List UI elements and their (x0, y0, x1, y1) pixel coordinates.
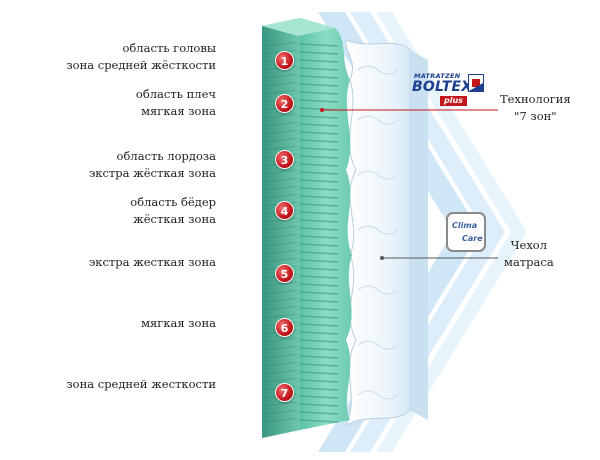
zone-label-1: область головы зона средней жёсткости (66, 40, 216, 74)
cover-callout-line2: матраса (504, 255, 554, 269)
zone-label-4: область бёдер жёсткая зона (130, 194, 216, 228)
zone-label-5-line1: экстра жесткая зона (88, 255, 216, 269)
zone-label-3: область лордоза экстра жёсткая зона (89, 148, 216, 182)
leader-lines (320, 108, 498, 260)
zone-label-6-line1: мягкая зона (141, 316, 216, 330)
zone-label-7: зона средней жесткости (66, 376, 216, 393)
zone-label-3-line2: экстра жёсткая зона (88, 166, 216, 180)
zone-label-6: мягкая зона (141, 315, 216, 332)
zone-badge-2: 2 (275, 94, 294, 113)
zone-badge-7: 7 (275, 383, 294, 402)
cover-callout-line1: Чехол (510, 238, 548, 252)
zone-badge-5: 5 (275, 264, 294, 283)
technology-callout: Технология "7 зон" (500, 91, 571, 125)
clima-care-line1: Clima (452, 221, 478, 230)
clima-care-line2: Care (462, 234, 483, 243)
logo-line2: BOLTEX (412, 79, 473, 95)
zone-label-2-line2: мягкая зона (141, 104, 216, 118)
zone-badge-4: 4 (275, 201, 294, 220)
logo-line1: MATRATZEN (414, 72, 461, 80)
zone-label-1-line2: зона средней жёсткости (66, 58, 216, 72)
zone-badge-6: 6 (275, 318, 294, 337)
boltex-logo: MATRATZEN BOLTEX plus (410, 72, 485, 106)
zone-badge-3: 3 (275, 150, 294, 169)
zone-label-2-line1: область плеч (135, 87, 216, 101)
mattress-cover (344, 39, 428, 427)
zone-label-2: область плеч мягкая зона (136, 86, 216, 120)
zone-label-5: экстра жесткая зона (89, 254, 216, 271)
zone-label-4-line1: область бёдер (130, 195, 216, 209)
clima-care-badge: Clima Care (446, 212, 486, 252)
technology-callout-line2: "7 зон" (514, 109, 557, 123)
cover-callout: Чехол матраса (504, 237, 554, 271)
logo-mark-icon (468, 74, 484, 92)
technology-callout-line1: Технология (500, 92, 571, 106)
zone-label-7-line1: зона средней жесткости (66, 377, 216, 391)
zone-label-4-line2: жёсткая зона (133, 212, 216, 226)
zone-label-1-line1: область головы (122, 41, 216, 55)
zone-label-3-line1: область лордоза (116, 149, 216, 163)
logo-line3: plus (440, 96, 467, 106)
zone-badge-1: 1 (275, 51, 294, 70)
